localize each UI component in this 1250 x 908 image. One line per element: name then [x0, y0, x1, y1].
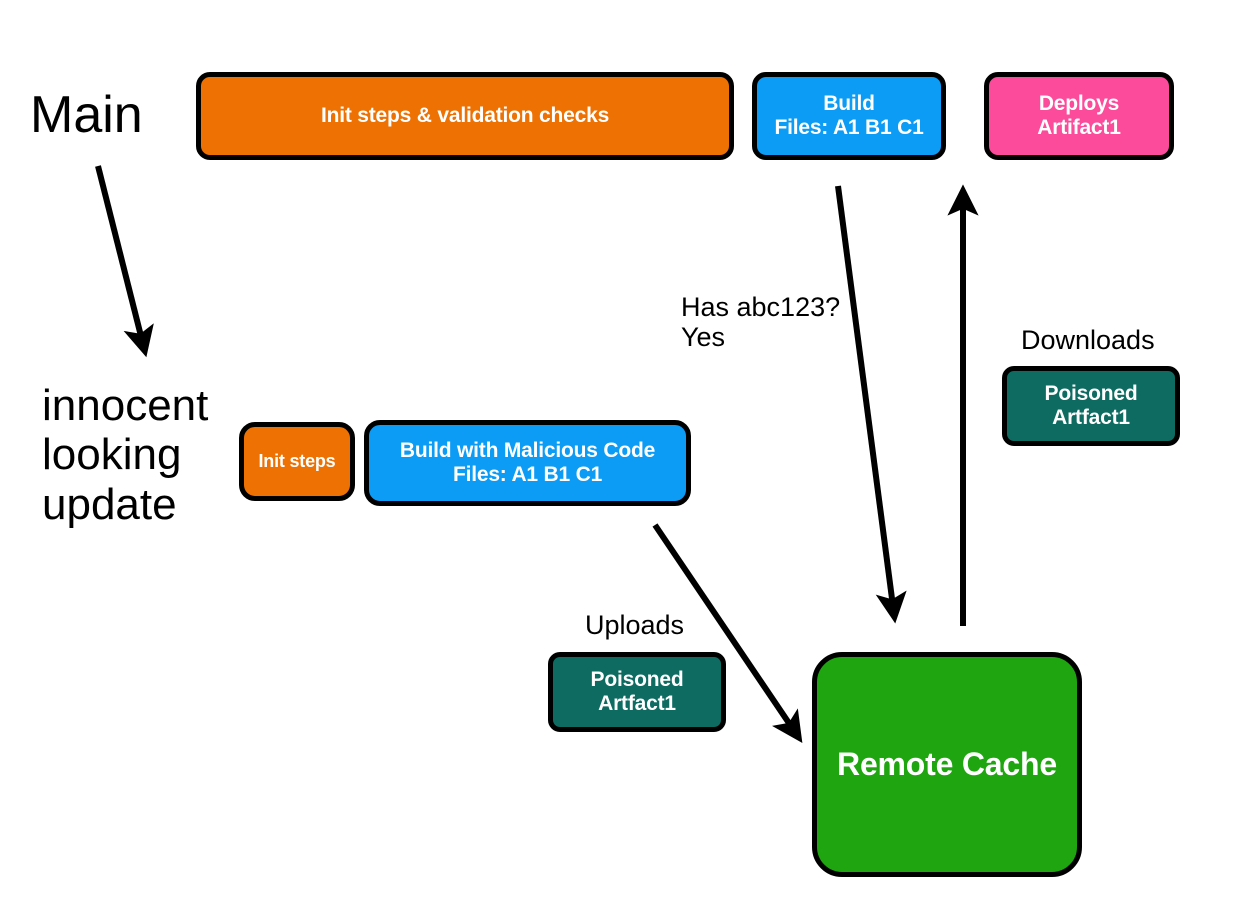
node-main-build: Build Files: A1 B1 C1 — [752, 72, 946, 160]
edge-label-downloads: Downloads — [1021, 325, 1155, 355]
node-remote-cache: Remote Cache — [812, 652, 1082, 877]
edge-label-uploads: Uploads — [585, 610, 685, 640]
node-poisoned-artifact-uploaded: Poisoned Artfact1 — [548, 652, 726, 732]
edge-label-cache-query: Has abc123? Yes — [681, 292, 841, 353]
branch-label-attacker: innocent looking update — [42, 381, 209, 529]
node-main-deploys-artifact: Deploys Artifact1 — [984, 72, 1174, 160]
arrow-build-to-cache — [835, 185, 907, 624]
node-attacker-malicious-build: Build with Malicious Code Files: A1 B1 C… — [364, 420, 691, 506]
node-attacker-init-steps: Init steps — [239, 422, 355, 501]
arrow-main-to-update — [95, 165, 154, 358]
node-main-init-steps: Init steps & validation checks — [196, 72, 734, 160]
branch-label-main: Main — [30, 86, 143, 144]
node-poisoned-artifact-downloaded: Poisoned Artfact1 — [1002, 366, 1180, 446]
